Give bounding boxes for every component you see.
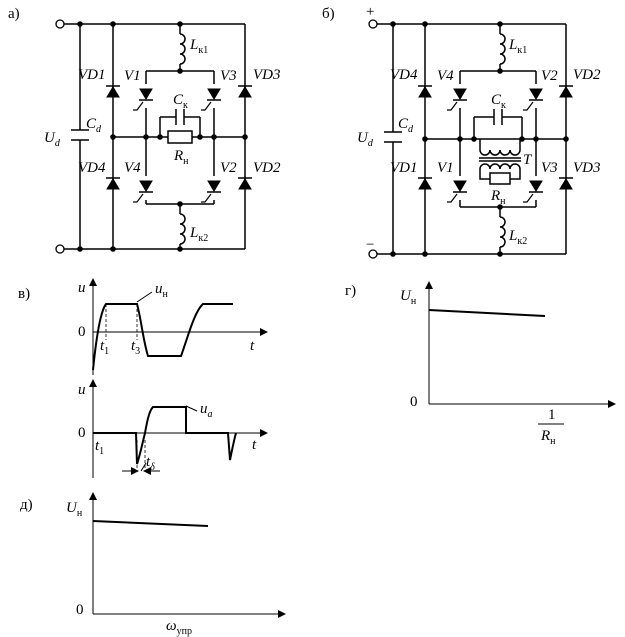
ck-label-b: Cк: [491, 92, 506, 111]
vd2-label-b: VD2: [573, 67, 601, 83]
ud-label-b: Ud: [357, 130, 374, 149]
vd2-label-a: VD2: [253, 160, 281, 176]
plot-voltage-vs-control-frequency: д) Uн 0 ωупр: [20, 492, 286, 637]
lk1-inductor-a: [179, 33, 186, 65]
vd2-diode-b: [558, 85, 574, 98]
vd4-diode-b: [417, 85, 433, 98]
v3-label-b: V3: [541, 160, 558, 176]
v3-label-a: V3: [220, 68, 237, 84]
zero-label-d: 0: [76, 602, 84, 618]
vd3-label-a: VD3: [253, 67, 281, 83]
v1-label-a: V1: [124, 68, 141, 84]
y-axis-label-g: Uн: [400, 288, 417, 307]
lk2-inductor-a: [179, 213, 186, 245]
vd4-diode-a: [105, 177, 121, 190]
lk1-label-b: Lк1: [508, 37, 527, 56]
voltage-curve-g: [428, 309, 546, 317]
plus-label-b: +: [366, 4, 374, 20]
lk2-label-a: Lк2: [189, 225, 208, 244]
vd2-diode-a: [237, 177, 253, 190]
y-axis-label-bottom: u: [78, 382, 86, 398]
vd1-diode-a: [105, 85, 121, 98]
rn-label-b: Rн: [490, 188, 506, 207]
td-label: tδ: [146, 454, 155, 473]
lk1-inductor-b: [499, 33, 506, 65]
t-label-b: T: [523, 152, 533, 168]
ud-label-a: Ud: [44, 130, 61, 149]
x-axis-numerator-g: 1: [548, 407, 556, 423]
minus-label-b: −: [366, 237, 374, 253]
rn-resistor-a: [167, 130, 193, 144]
rn-label-a: Rн: [173, 148, 189, 167]
terminal-top-a: [55, 19, 65, 29]
vd3-diode-a: [237, 85, 253, 98]
terminal-bottom-a: [55, 244, 65, 254]
t1-label-top: t1: [100, 338, 109, 357]
zero-label-top: 0: [78, 324, 86, 340]
v2-label-b: V2: [541, 68, 558, 84]
vd3-label-b: VD3: [573, 160, 601, 176]
v4-label-a: V4: [124, 160, 141, 176]
t3-label-top: t3: [131, 338, 140, 357]
x-axis-denominator-g: Rн: [540, 428, 556, 447]
vd3-diode-b: [558, 177, 574, 190]
waveform-thyristor-voltage: u t 0 tδ ua t1: [78, 379, 268, 478]
zero-label-g: 0: [410, 394, 418, 410]
circuit-a: а) Cd Ud VD1 VD4 VD3 VD2: [8, 6, 281, 254]
zero-label-bottom: 0: [78, 425, 86, 441]
vd4-label-a: VD4: [78, 160, 106, 176]
terminal-bottom-b: [368, 249, 378, 259]
waveform-load-voltage: в) u t 0 uн t1 t3: [18, 278, 268, 375]
y-axis-label-top: u: [78, 280, 86, 296]
thyristor-voltage-curve: [93, 406, 237, 465]
panel-label-g: г): [345, 283, 356, 299]
terminal-top-b: [368, 19, 378, 29]
rn-resistor-b: [489, 172, 511, 185]
vd4-label-b: VD4: [390, 67, 418, 83]
x-axis-label-top: t: [250, 338, 255, 354]
v4-label-b: V4: [437, 68, 454, 84]
t1-label-bottom: t1: [95, 438, 104, 457]
vd1-label-a: VD1: [78, 67, 106, 83]
lk2-inductor-b: [499, 216, 506, 248]
lk2-label-b: Lк2: [508, 228, 527, 247]
x-axis-label-d: ωупр: [166, 618, 192, 637]
panel-label-b: б): [322, 6, 335, 22]
v1-label-b: V1: [437, 160, 454, 176]
un-curve-label: uн: [155, 281, 169, 300]
transformer-secondary-b: [479, 163, 521, 170]
circuit-b: б) + − Cd Ud VD4 VD1 VD2 VD3: [322, 4, 601, 259]
plot-voltage-vs-load: г) Uн 0 1 Rн: [345, 281, 616, 447]
y-axis-label-d: Uн: [66, 500, 83, 519]
x-axis-label-bottom: t: [252, 437, 257, 453]
lk1-label-a: Lк1: [189, 37, 208, 56]
vd1-label-b: VD1: [390, 160, 418, 176]
cd-label-a: Cd: [86, 116, 102, 135]
panel-label-v: в): [18, 286, 30, 302]
voltage-curve-d: [92, 520, 209, 527]
ck-label-a: Cк: [173, 92, 188, 111]
ua-curve-label: ua: [200, 401, 213, 420]
load-voltage-curve: [92, 303, 233, 371]
v2-label-a: V2: [220, 160, 237, 176]
transformer-primary-b: [479, 149, 521, 156]
vd1-diode-b: [417, 177, 433, 190]
panel-label-d: д): [20, 497, 33, 513]
panel-label-a: а): [8, 6, 20, 22]
cd-label-b: Cd: [398, 116, 414, 135]
